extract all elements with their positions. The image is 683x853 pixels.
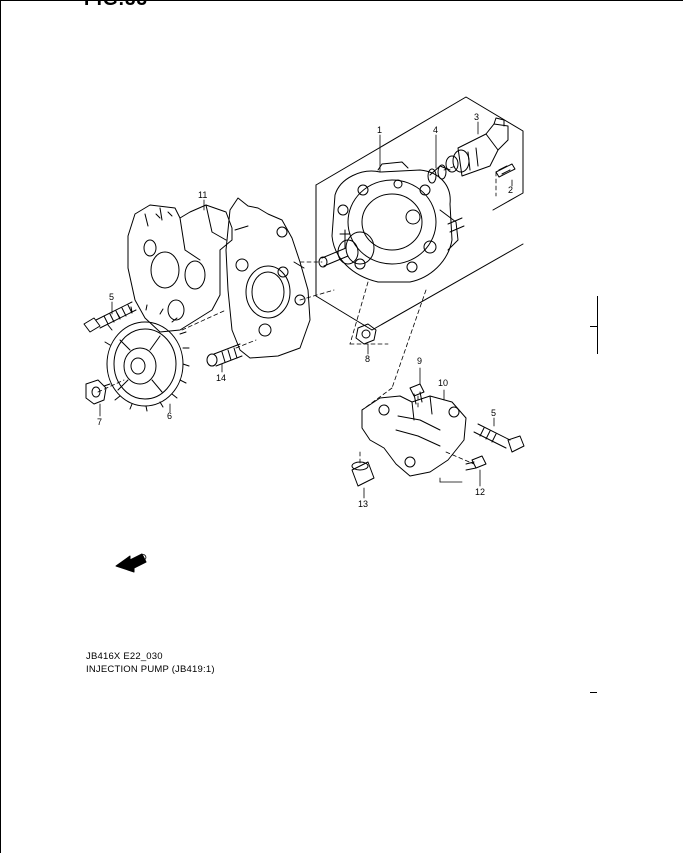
pump-group-frame-bottom: [371, 243, 524, 331]
fwd-arrow-icon: FWD: [115, 551, 149, 573]
figure-header: FIG.33: [84, 0, 148, 11]
timing-plate: [225, 197, 311, 359]
pump-shaft: [318, 231, 375, 268]
callout-3: 3: [474, 112, 479, 122]
callout-5-right: 5: [491, 408, 496, 418]
page-frame-left: [0, 0, 1, 853]
page-side-mark-tick: [590, 326, 598, 327]
collar: [351, 461, 375, 487]
suction-control-valve: [445, 117, 509, 177]
timing-gear: [103, 304, 190, 412]
page-bottom-dash: [590, 692, 597, 693]
callout-14: 14: [216, 373, 226, 383]
callout-10: 10: [438, 378, 448, 388]
valve-bolt: [495, 163, 516, 178]
callout-7: 7: [97, 417, 102, 427]
dashed-assembly-lines: [97, 165, 497, 467]
pump-group-frame-left: [315, 184, 373, 331]
diagram-title: INJECTION PUMP (JB419:1): [86, 664, 215, 675]
callout-8: 8: [365, 354, 370, 364]
pump-bracket: [127, 204, 233, 333]
callout-11: 11: [198, 190, 207, 200]
injection-pump: [331, 161, 465, 283]
bracket-bolt-bottom: [465, 455, 487, 471]
callout-labels: 1 2 3 4 5 6 7 8 9 10 11 12 13 14 5: [97, 112, 513, 509]
o-ring-outer: [427, 168, 437, 184]
mounting-bolt-right: [473, 423, 525, 453]
gear-nut: [85, 379, 107, 405]
callout-1: 1: [377, 125, 382, 135]
callout-12: 12: [475, 487, 485, 497]
callout-9: 9: [417, 356, 422, 366]
mounting-bolt-upper: [83, 301, 137, 333]
bracket-bolt-top: [409, 383, 425, 405]
page-frame-top: [0, 0, 683, 1]
o-ring-inner: [437, 164, 447, 180]
callout-5-left: 5: [109, 292, 114, 302]
callout-4: 4: [433, 125, 438, 135]
callout-6: 6: [167, 411, 172, 421]
callout-2: 2: [508, 185, 513, 195]
shaft-nut: [355, 323, 377, 345]
pump-group-frame: [315, 96, 524, 211]
callout-13: 13: [358, 499, 368, 509]
plate-bolt: [206, 343, 243, 367]
page-side-mark: [597, 296, 598, 354]
leader-lines: [99, 121, 513, 499]
support-bracket: [361, 395, 467, 477]
diagram-code: JB416X E22_030: [86, 651, 163, 662]
